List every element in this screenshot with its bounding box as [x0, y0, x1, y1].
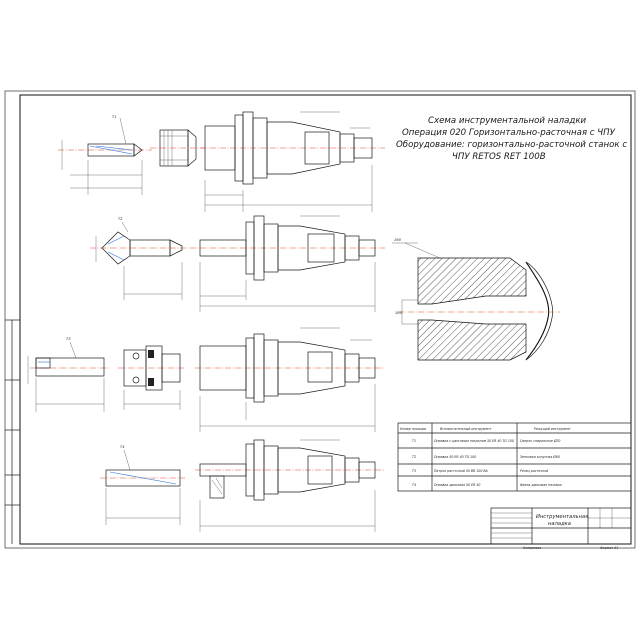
- svg-text:Зенковка конусная Ø60: Зенковка конусная Ø60: [520, 454, 560, 459]
- holder-t1: [200, 111, 385, 212]
- svg-text:Фреза дисковая пазовая: Фреза дисковая пазовая: [520, 483, 562, 487]
- collet-t1: [150, 129, 205, 167]
- svg-text:Т3: Т3: [412, 469, 416, 473]
- drill-t1: Т1: [58, 115, 152, 195]
- table-row: Т2 Оправка 50 ER 40 TG 100 Зенковка кону…: [412, 454, 560, 459]
- label-t1: Т1: [112, 115, 116, 119]
- col-header-cut: Режущий инструмент: [534, 427, 571, 431]
- svg-text:Сверло спиральное Ø20: Сверло спиральное Ø20: [520, 438, 560, 443]
- label-t2: Т2: [118, 217, 123, 221]
- header-line-2: Операция 020 Горизонтально-расточная с Ч…: [402, 128, 616, 138]
- header-line-1: Схема инструментальной наладки: [428, 116, 587, 126]
- label-t4: Т4: [120, 445, 125, 449]
- dim-label-190: 190: [394, 238, 402, 242]
- title-block: Инструментальная наладка: [490, 507, 632, 545]
- outer-frame: [4, 90, 636, 549]
- col-header-aux: Вспомогательный инструмент: [440, 427, 491, 431]
- tool-row-t3: Т3: [27, 327, 385, 432]
- countersink-t2: Т2: [90, 217, 200, 300]
- tool-row-t2: Т2: [90, 215, 385, 312]
- tool-row-t4: Т4: [100, 439, 385, 532]
- svg-text:Т4: Т4: [412, 483, 416, 487]
- svg-text:Резец расточной: Резец расточной: [520, 469, 548, 473]
- stamp-copied: Копировал: [523, 546, 541, 550]
- stamp-title-2: наладка: [548, 521, 571, 527]
- header-line-4: ЧПУ RETOS RET 100В: [452, 152, 546, 162]
- label-t3: Т3: [66, 337, 71, 341]
- stamp-format: Формат А1: [600, 546, 618, 550]
- inner-frame: [19, 94, 632, 545]
- table-row: Т3 Патрон расточной 50 BB 100 BA Резец р…: [412, 469, 548, 473]
- left-margin-strip: [5, 319, 20, 544]
- col-header-pos: Номер позиции: [400, 427, 426, 431]
- svg-text:Оправка 50 ER 40 TG 100: Оправка 50 ER 40 TG 100: [434, 455, 476, 459]
- svg-text:Патрон расточной 50 BB 100 BA: Патрон расточной 50 BB 100 BA: [434, 469, 488, 473]
- svg-text:Оправка с цанговым патроном 50: Оправка с цанговым патроном 50 ER 40 TG …: [434, 439, 514, 443]
- table-row: Т1 Оправка с цанговым патроном 50 ER 40 …: [412, 438, 560, 443]
- disc-cutter-t4: Т4: [100, 445, 185, 525]
- table-row: Т4 Оправка дисковая 50 ER 40 Фреза диско…: [412, 483, 562, 487]
- boring-head-t3: [118, 345, 185, 410]
- svg-text:Т1: Т1: [412, 439, 416, 443]
- boring-bar-t3: Т3: [27, 337, 110, 412]
- svg-text:Оправка дисковая 50 ER 40: Оправка дисковая 50 ER 40: [434, 483, 480, 487]
- svg-text:Т2: Т2: [412, 455, 416, 459]
- workpiece-section: 190 105: [392, 238, 560, 361]
- tool-row-t1: Т1: [58, 111, 385, 212]
- tool-table: Номер позиции Вспомогательный инструмент…: [397, 422, 632, 492]
- header-title: Схема инструментальной наладки Операция …: [396, 116, 627, 162]
- stamp-title-1: Инструментальная: [536, 514, 588, 520]
- header-line-3: Оборудование: горизонтально-расточной ст…: [396, 140, 627, 150]
- holder-t2: [199, 215, 385, 312]
- dim-label-105: 105: [395, 311, 403, 315]
- holder-t3: [195, 327, 385, 432]
- holder-t4: [195, 439, 385, 532]
